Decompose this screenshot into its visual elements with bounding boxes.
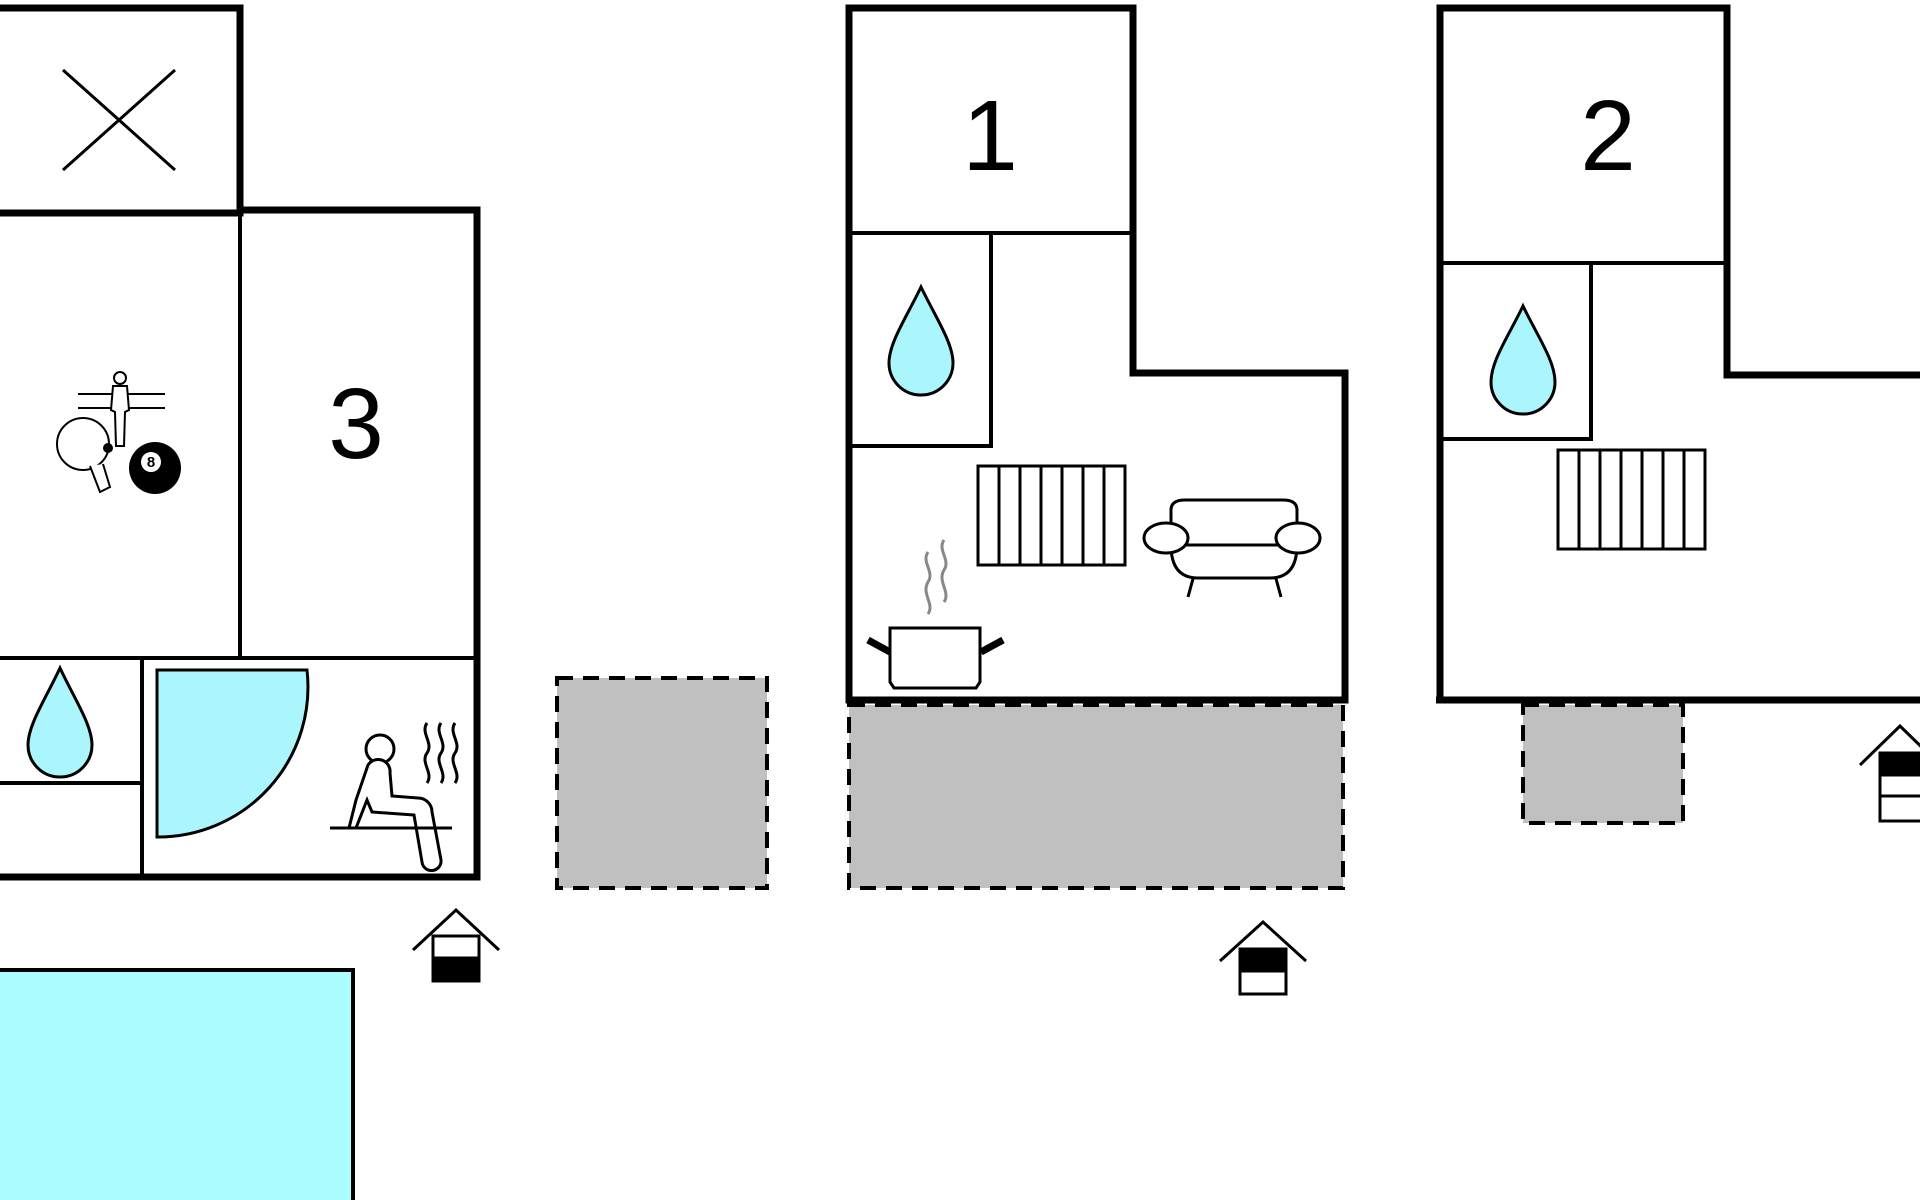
building-center: 1 bbox=[845, 4, 1349, 996]
foosball-icon bbox=[78, 371, 165, 447]
entrance-icon bbox=[411, 907, 501, 983]
entrance-icon bbox=[1858, 723, 1920, 823]
terrace-center bbox=[847, 703, 1345, 890]
terrace-left bbox=[555, 676, 769, 890]
water-drop-icon bbox=[1489, 302, 1557, 416]
swimming-pool bbox=[0, 968, 355, 1200]
water-drop-icon bbox=[26, 664, 94, 779]
shower-icon bbox=[155, 668, 310, 839]
building-left: 8 3 bbox=[0, 4, 501, 983]
building-right: 2 bbox=[1436, 4, 1920, 823]
radiator-icon bbox=[1556, 448, 1707, 551]
bedroom-2-label: 2 bbox=[1580, 80, 1636, 192]
cooking-pot-icon bbox=[866, 539, 1005, 690]
bedroom-1-label: 1 bbox=[962, 80, 1018, 192]
billiard-ball-icon: 8 bbox=[129, 442, 181, 494]
radiator-icon bbox=[976, 464, 1127, 567]
sofa-icon bbox=[1142, 498, 1322, 598]
table-tennis-icon bbox=[56, 417, 113, 494]
billiard-ball-number: 8 bbox=[147, 454, 155, 471]
terrace-right bbox=[1521, 703, 1685, 825]
entrance-icon bbox=[1218, 919, 1308, 996]
water-drop-icon bbox=[887, 283, 955, 397]
sauna-icon bbox=[330, 722, 459, 872]
bedroom-3-label: 3 bbox=[328, 368, 384, 480]
closed-area-x-icon bbox=[62, 68, 176, 172]
